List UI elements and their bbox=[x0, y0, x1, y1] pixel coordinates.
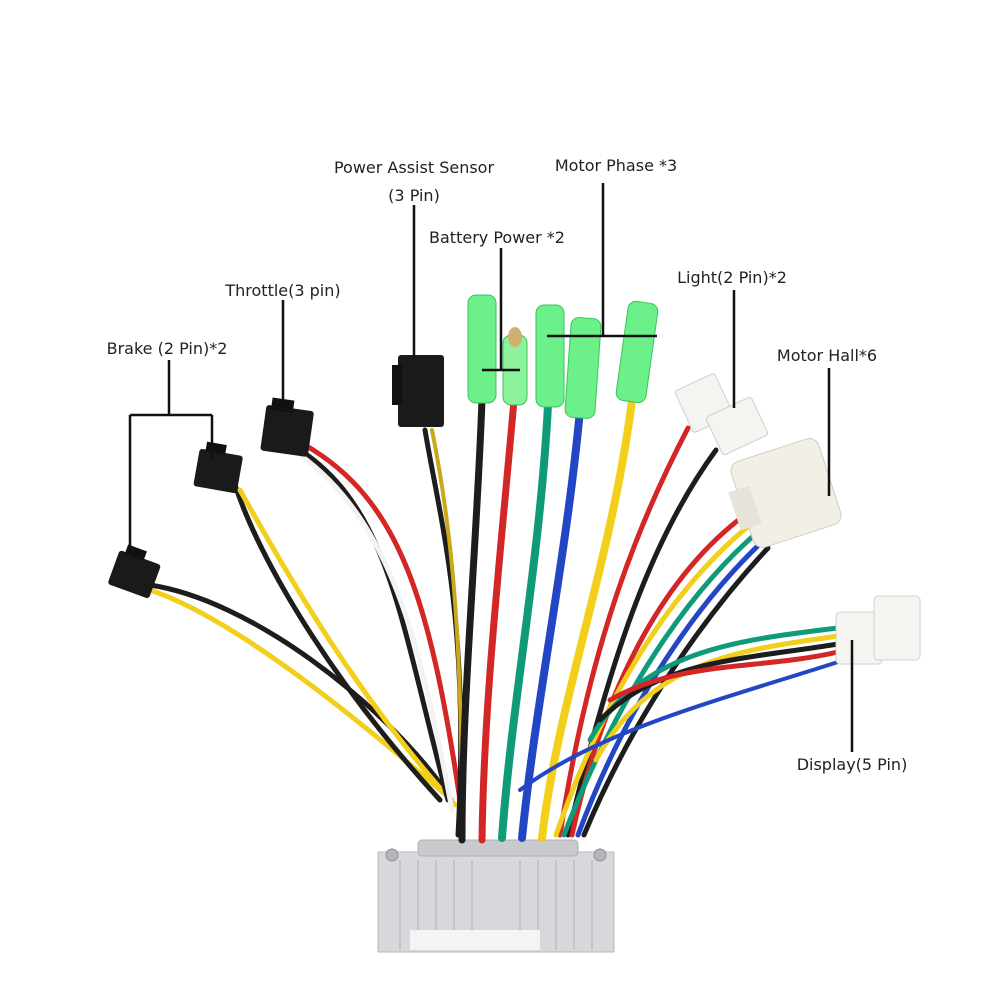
display-wire-blue bbox=[518, 660, 840, 792]
brake-wire-yellow-1 bbox=[147, 587, 455, 803]
throttle-connector bbox=[260, 397, 314, 457]
brake-leader bbox=[128, 360, 214, 556]
brake-wire-black-2 bbox=[232, 482, 443, 803]
display-wire-black bbox=[597, 641, 841, 723]
power-assist-pins-label: (3 Pin) bbox=[388, 186, 440, 205]
battery-wire-red bbox=[478, 396, 518, 844]
hall-wire-red bbox=[569, 507, 755, 838]
throttle-label: Throttle(3 pin) bbox=[225, 281, 341, 300]
brake-wire-black-1 bbox=[147, 582, 448, 793]
leader-lines bbox=[128, 183, 854, 752]
motor-phase-label: Motor Phase *3 bbox=[554, 156, 678, 175]
battery-power-label: Battery Power *2 bbox=[429, 228, 565, 247]
pas-connector bbox=[392, 355, 444, 427]
light-wire-black bbox=[565, 447, 719, 838]
throttle-wire-red bbox=[302, 442, 463, 803]
brake-label: Brake (2 Pin)*2 bbox=[106, 339, 228, 358]
motor-phase-leader bbox=[547, 183, 657, 338]
throttle-wire-white bbox=[297, 452, 455, 813]
hall-wire-black bbox=[581, 545, 771, 838]
battery-wire-black bbox=[458, 396, 486, 844]
light-wire-red bbox=[557, 425, 691, 838]
display-wire-red bbox=[607, 649, 841, 703]
power-assist-sensor-label: Power Assist Sensor bbox=[333, 158, 495, 177]
motor-hall-label: Motor Hall*6 bbox=[776, 346, 878, 365]
phase-wire-green bbox=[498, 401, 552, 842]
display-label: Display(5 Pin) bbox=[796, 755, 908, 774]
connectors bbox=[108, 294, 921, 665]
phase-heatshrink bbox=[535, 300, 659, 419]
wire-bundle bbox=[147, 396, 841, 844]
hall-wire-yellow bbox=[553, 517, 759, 838]
brake-wire-yellow-2 bbox=[237, 487, 458, 808]
phase-wire-yellow bbox=[538, 396, 636, 842]
light-label: Light(2 Pin)*2 bbox=[677, 268, 787, 287]
throttle-wire-black bbox=[297, 447, 451, 803]
controller-housing bbox=[377, 839, 615, 953]
hall-connector bbox=[728, 438, 842, 548]
hall-wire-blue bbox=[575, 537, 767, 838]
light-connectors bbox=[674, 373, 769, 456]
brake-connector-2 bbox=[193, 441, 243, 494]
display-connector bbox=[835, 595, 921, 665]
battery-heatshrink bbox=[467, 294, 528, 406]
battery-leader bbox=[482, 248, 520, 372]
hall-wire-green bbox=[561, 527, 763, 838]
